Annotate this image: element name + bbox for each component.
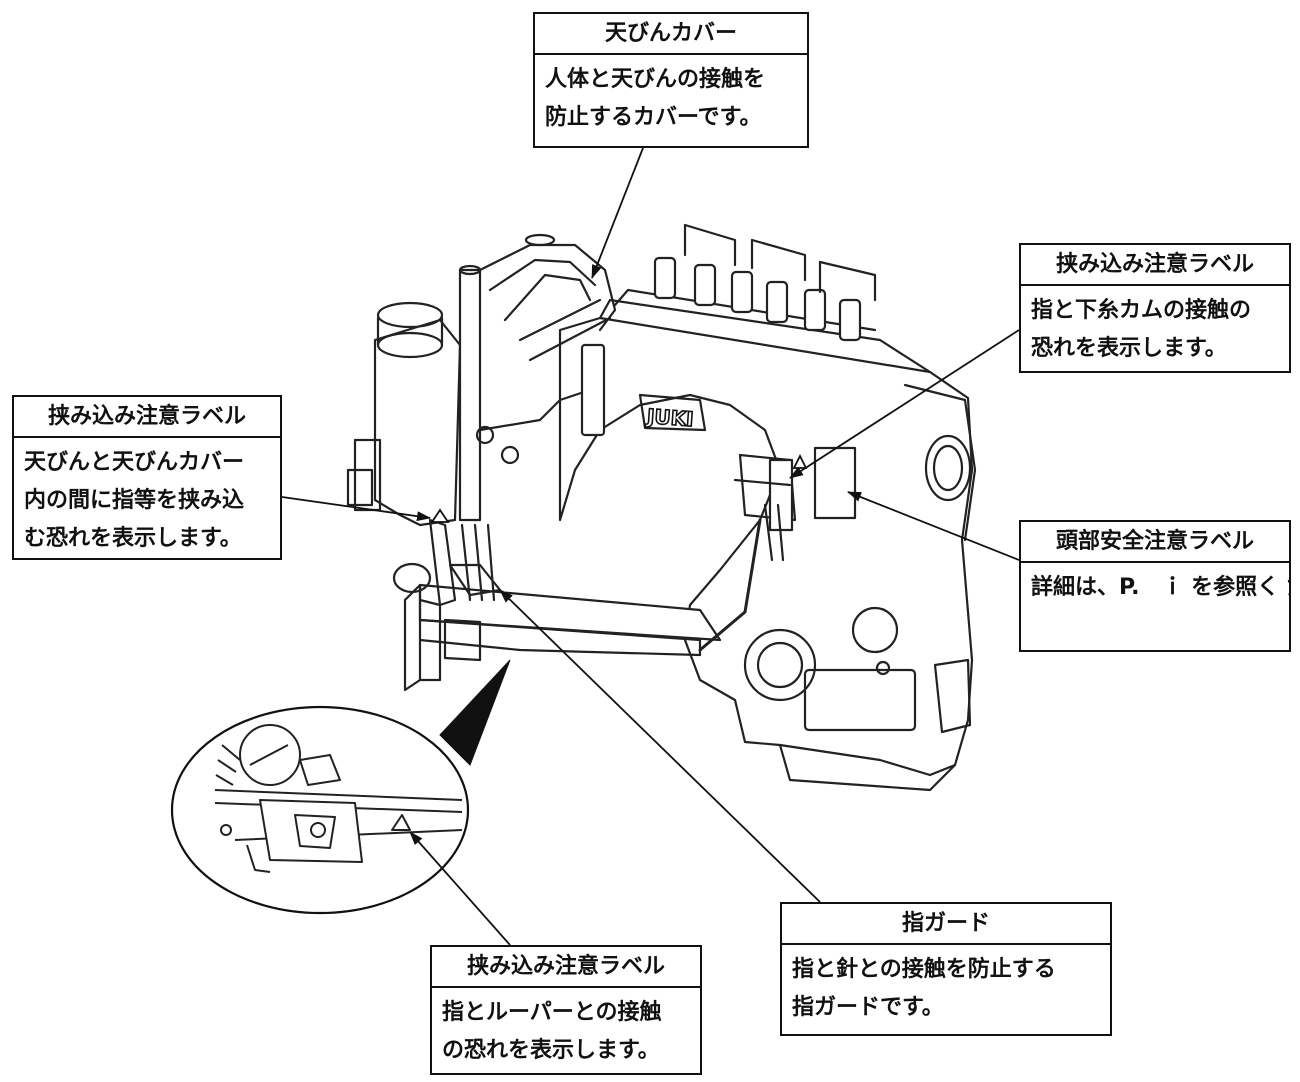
thread-spools (653, 223, 877, 342)
leader-finger-guard (499, 589, 821, 903)
leader-tenbin-cover (591, 147, 644, 279)
callout-pinch-warning-thread-cam: 挟み込み注意ラベル 指と下糸カムの接触の 恐れを表示します。 (1019, 243, 1291, 373)
leader-lines (281, 147, 1020, 946)
callout-pinch-warning-take-up: 挟み込み注意ラベル 天びんと天びんカバー 内の間に指等を挟み込 む恐れを表示しま… (12, 395, 282, 560)
leader-pinch-bottom (409, 831, 511, 946)
stitch-dial (743, 628, 817, 702)
callout-body: 指と針との接触を防止する 指ガードです。 (792, 957, 1056, 1020)
take-up-cover (478, 243, 617, 332)
inset-warning-triangle (391, 814, 411, 831)
callout-title: 天びんカバー (535, 14, 807, 55)
callout-pinch-warning-looper: 挟み込み注意ラベル 指とルーパーとの接触 の恐れを表示します。 (430, 945, 702, 1075)
needle-bar-housing (373, 318, 462, 527)
arm-top-surface (598, 298, 932, 374)
inset-pointer (439, 659, 511, 766)
warning-triangle-left (430, 508, 450, 523)
magnified-inset (170, 659, 511, 915)
callout-title: 挟み込み注意ラベル (14, 397, 280, 438)
callout-title: 挟み込み注意ラベル (432, 947, 700, 988)
callout-body: 指とルーパーとの接触 の恐れを表示します。 (442, 1000, 662, 1063)
machine-arm (558, 316, 974, 777)
leader-head-safety (847, 491, 1020, 561)
callout-body: 人体と天びんの接触を 防止するカバーです。 (545, 67, 766, 130)
callout-title: 挟み込み注意ラベル (1021, 245, 1289, 286)
callout-head-safety-label: 頭部安全注意ラベル 詳細は、P. ｉ を参照く ださい。 (1019, 520, 1291, 652)
head-side-cover (924, 434, 972, 502)
callout-tenbin-cover: 天びんカバー 人体と天びんの接触を 防止するカバーです。 (533, 12, 809, 148)
sewing-machine-drawing (346, 223, 977, 792)
brand-logo: JUKI (644, 404, 694, 431)
callout-finger-guard: 指ガード 指と針との接触を防止する 指ガードです。 (780, 902, 1112, 1036)
callout-body: 指と下糸カムの接触の 恐れを表示します。 (1031, 298, 1252, 361)
callout-title: 指ガード (782, 904, 1110, 945)
leader-pinch-right (789, 329, 1020, 479)
callout-title: 頭部安全注意ラベル (1021, 522, 1289, 563)
head-right-face (903, 383, 977, 542)
callout-body: 詳細は、P. ｉ を参照く ださい。 (1031, 575, 1289, 600)
leader-pinch-left (281, 496, 431, 522)
callout-body: 天びんと天びんカバー 内の間に指等を挟み込 む恐れを表示します。 (24, 450, 245, 551)
